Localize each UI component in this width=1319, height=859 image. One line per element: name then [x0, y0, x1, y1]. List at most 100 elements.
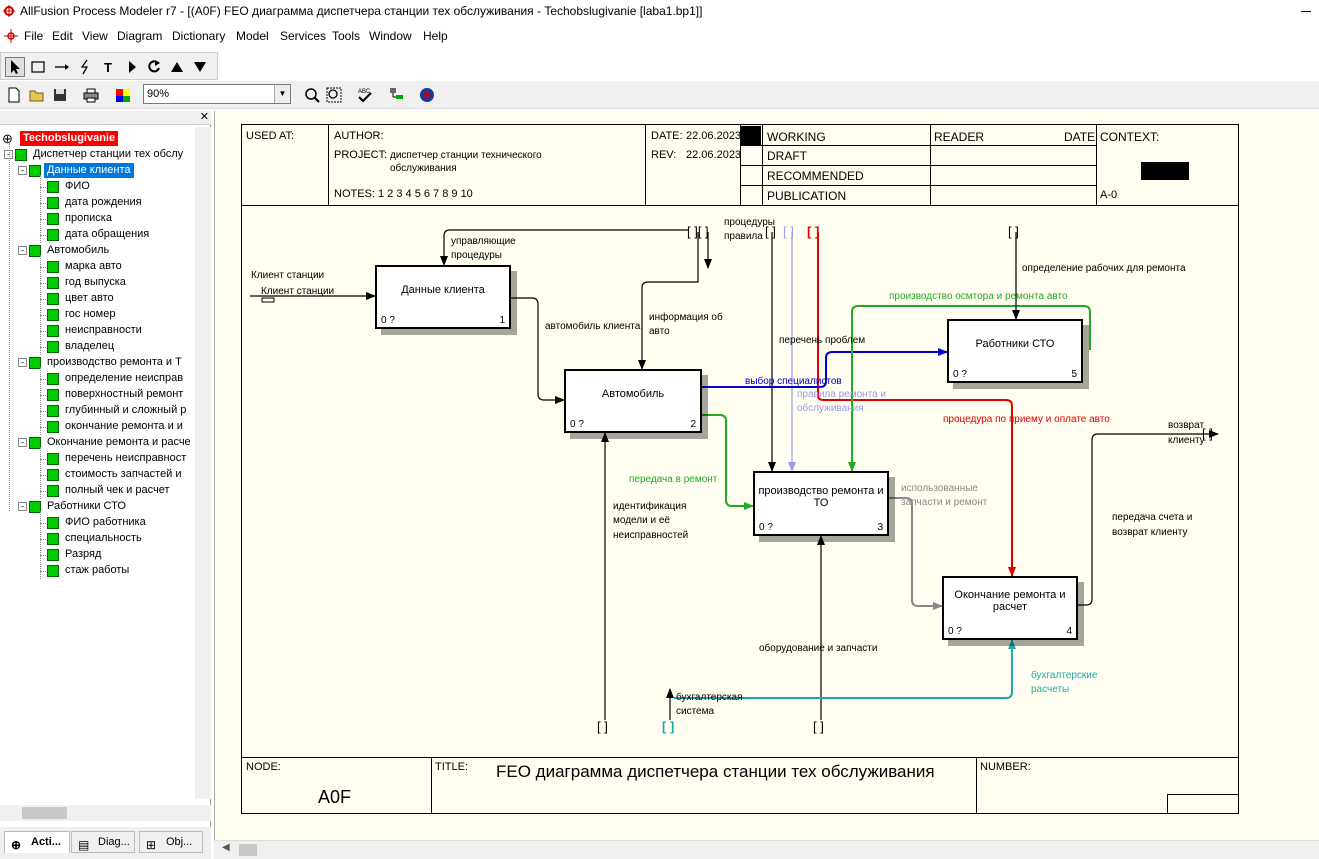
model-explorer-icon[interactable]: [387, 85, 407, 105]
print-icon[interactable]: [81, 85, 101, 105]
tree-item[interactable]: окончание ремонта и и: [0, 419, 195, 435]
menu-diagram[interactable]: Diagram: [117, 29, 163, 43]
tree-root[interactable]: ⊕Techobslugivanie: [0, 131, 195, 147]
menu-file[interactable]: File: [24, 29, 44, 43]
tree-item[interactable]: гос номер: [0, 307, 195, 323]
menu-edit[interactable]: Edit: [52, 29, 73, 43]
tree-item-label: полный чек и расчет: [65, 484, 170, 496]
arrow-label: запчасти и ремонт: [901, 497, 988, 508]
activity-box-4[interactable]: Окончание ремонта и расчет 0 ? 4: [942, 576, 1078, 640]
tree-item[interactable]: стоимость запчастей и: [0, 467, 195, 483]
tree-horizontal-scrollbar[interactable]: [0, 805, 211, 821]
tree-connector: [40, 315, 48, 316]
tree-item[interactable]: поверхностный ремонт: [0, 387, 195, 403]
zoom-fit-icon[interactable]: [324, 85, 344, 105]
tree-item[interactable]: -Диспетчер станции тех обслу: [0, 147, 195, 163]
expand-toggle-icon[interactable]: -: [18, 438, 27, 447]
model-icon: ⊕: [2, 131, 13, 146]
activity-box-tool-icon[interactable]: [28, 57, 48, 77]
tree-item[interactable]: -Данные клиента: [0, 163, 195, 179]
tree-item[interactable]: определение неисправ: [0, 371, 195, 387]
tree-item[interactable]: цвет авто: [0, 291, 195, 307]
arrow-tool-icon[interactable]: [52, 57, 72, 77]
tree-item[interactable]: Разряд: [0, 547, 195, 563]
text-tool-icon[interactable]: T: [104, 59, 112, 75]
tree-item-label: цвет авто: [65, 292, 114, 304]
tree-item[interactable]: марка авто: [0, 259, 195, 275]
tree-item[interactable]: дата обращения: [0, 227, 195, 243]
tree-item[interactable]: прописка: [0, 211, 195, 227]
tree-item[interactable]: владелец: [0, 339, 195, 355]
tab-diagrams[interactable]: ▤Diag...: [71, 831, 135, 853]
minimize-button[interactable]: [1301, 11, 1311, 12]
tree-item[interactable]: глубинный и сложный р: [0, 403, 195, 419]
chevron-down-icon[interactable]: ▼: [274, 85, 290, 103]
refresh-icon[interactable]: [144, 57, 164, 77]
menu-model[interactable]: Model: [236, 29, 269, 43]
status-recommended: RECOMMENDED: [767, 169, 864, 183]
activity-icon: [47, 341, 59, 353]
tree-connector: [9, 143, 10, 511]
tab-activities[interactable]: ⊕Acti...: [4, 831, 70, 853]
footer-corner-box: [1167, 794, 1238, 813]
scroll-thumb[interactable]: [239, 844, 257, 856]
squiggle-tool-icon[interactable]: [75, 57, 95, 77]
close-icon[interactable]: ✕: [199, 111, 209, 123]
activity-box-2[interactable]: Автомобиль 0 ? 2: [564, 369, 702, 433]
go-to-sibling-icon[interactable]: [122, 57, 142, 77]
scroll-left-icon[interactable]: ◀: [222, 842, 230, 853]
tree-item[interactable]: -Окончание ремонта и расче: [0, 435, 195, 451]
save-icon[interactable]: [50, 85, 70, 105]
tree-item[interactable]: -Автомобиль: [0, 243, 195, 259]
tree-item-label: гос номер: [65, 308, 116, 320]
model-mart-icon[interactable]: [417, 85, 437, 105]
tree-item[interactable]: -производство ремонта и Т: [0, 355, 195, 371]
tree-item-label: год выпуска: [65, 276, 126, 288]
pointer-tool-icon[interactable]: [5, 57, 25, 77]
menu-view[interactable]: View: [82, 29, 108, 43]
arrow-label: передача в ремонт: [629, 474, 718, 485]
zoom-in-icon[interactable]: [302, 85, 322, 105]
menu-dictionary[interactable]: Dictionary: [172, 29, 226, 43]
scroll-thumb[interactable]: [22, 807, 67, 819]
menu-help[interactable]: Help: [423, 29, 448, 43]
date-value: 22.06.2023: [686, 130, 742, 142]
tree-item-label: окончание ремонта и и: [65, 420, 183, 432]
tree-item[interactable]: полный чек и расчет: [0, 483, 195, 499]
arrow-label: процедура по приему и оплате авто: [943, 414, 1110, 425]
tree-item[interactable]: неисправности: [0, 323, 195, 339]
activity-box-5[interactable]: Работники СТО 0 ? 5: [947, 319, 1083, 383]
open-folder-icon[interactable]: [27, 85, 47, 105]
go-to-parent-icon[interactable]: [167, 57, 187, 77]
tree-item[interactable]: специальность: [0, 531, 195, 547]
expand-toggle-icon[interactable]: -: [18, 358, 27, 367]
zoom-select[interactable]: 90%▼: [143, 84, 291, 104]
tree-item[interactable]: ФИО: [0, 179, 195, 195]
svg-text:ABC: ABC: [358, 89, 371, 95]
document-menu-icon[interactable]: [4, 29, 18, 43]
go-to-child-icon[interactable]: [190, 57, 210, 77]
menu-window[interactable]: Window: [369, 29, 412, 43]
menu-services[interactable]: Services: [280, 29, 327, 43]
tree-item-label: стоимость запчастей и: [65, 468, 182, 480]
tree-item[interactable]: ФИО работника: [0, 515, 195, 531]
new-file-icon[interactable]: [4, 85, 24, 105]
tree-vertical-scrollbar[interactable]: [195, 127, 211, 799]
activity-box-3[interactable]: производство ремонта и ТО 0 ? 3: [753, 471, 889, 536]
tree-item[interactable]: -Работники СТО: [0, 499, 195, 515]
tree-item[interactable]: год выпуска: [0, 275, 195, 291]
expand-toggle-icon[interactable]: -: [4, 150, 13, 159]
tree-item[interactable]: дата рождения: [0, 195, 195, 211]
activity-box-1[interactable]: Данные клиента 0 ? 1: [375, 265, 511, 329]
color-palette-icon[interactable]: [113, 85, 133, 105]
menu-tools[interactable]: Tools: [332, 29, 361, 43]
activity-icon: [47, 533, 59, 545]
expand-toggle-icon[interactable]: -: [18, 246, 27, 255]
tree-item[interactable]: перечень неисправност: [0, 451, 195, 467]
expand-toggle-icon[interactable]: -: [18, 502, 27, 511]
canvas-horizontal-scrollbar[interactable]: ◀: [214, 840, 1319, 859]
spell-check-icon[interactable]: ABC: [355, 85, 375, 105]
expand-toggle-icon[interactable]: -: [18, 166, 27, 175]
tree-item[interactable]: стаж работы: [0, 563, 195, 579]
tab-objects[interactable]: ⊞Obj...: [139, 831, 203, 853]
